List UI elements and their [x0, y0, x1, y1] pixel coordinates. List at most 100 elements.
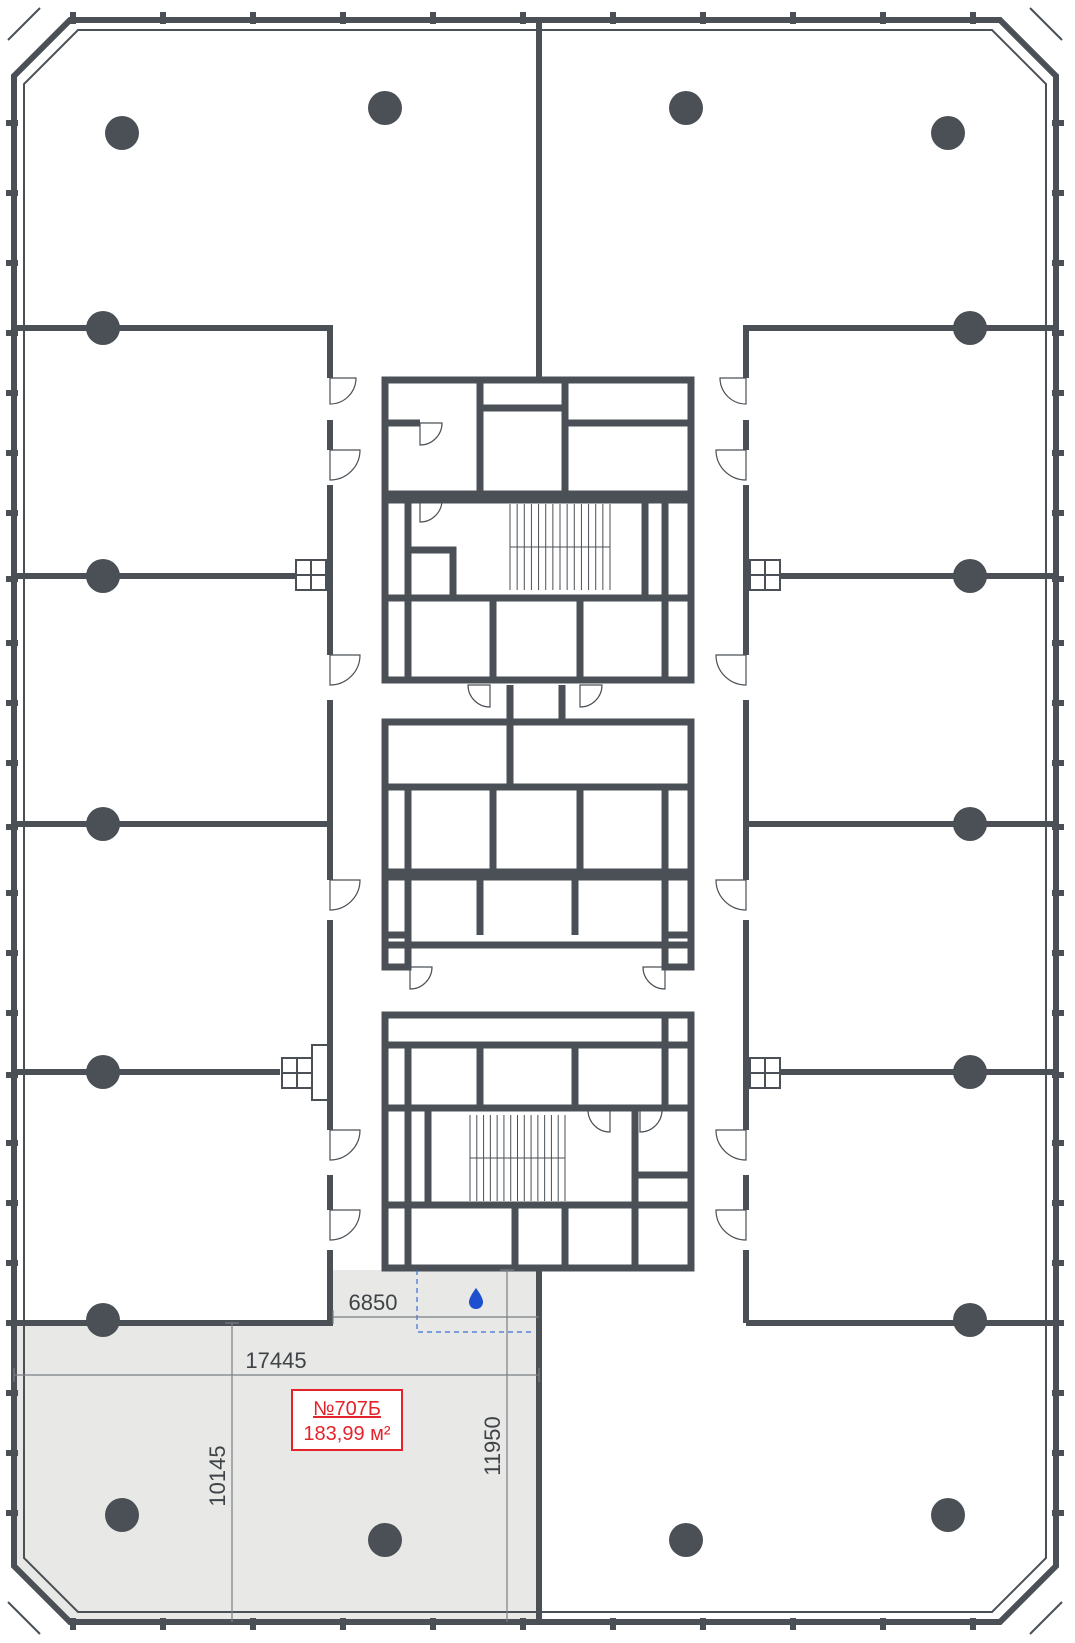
- mullion-tick: [790, 1618, 796, 1630]
- mullion-tick: [1052, 260, 1064, 266]
- mullion-tick: [6, 640, 18, 646]
- structural-column: [669, 91, 703, 125]
- structural-column: [86, 559, 120, 593]
- mullion-tick: [790, 12, 796, 24]
- mullion-tick: [1052, 450, 1064, 456]
- mullion-tick: [610, 12, 616, 24]
- door-swing: [419, 422, 443, 446]
- mullion-tick: [1052, 700, 1064, 706]
- door-swing: [329, 1209, 361, 1241]
- mullion-tick: [970, 12, 976, 24]
- mullion-tick: [6, 120, 18, 126]
- mullion-tick: [6, 1390, 18, 1396]
- mullion-tick: [1052, 640, 1064, 646]
- building-core: [381, 376, 695, 1272]
- structural-column: [86, 1055, 120, 1089]
- mullion-tick: [1052, 1320, 1064, 1326]
- mullion-tick: [610, 1618, 616, 1630]
- mullion-tick: [1052, 390, 1064, 396]
- mullion-tick: [1052, 760, 1064, 766]
- mullion-tick: [6, 190, 18, 196]
- mullion-tick: [1052, 1140, 1064, 1146]
- dimension-unit-width: 17445: [245, 1348, 306, 1373]
- mullion-tick: [6, 1260, 18, 1266]
- door-swing: [409, 966, 433, 990]
- mullion-tick: [250, 1618, 256, 1630]
- mullion-tick: [6, 576, 18, 582]
- mullion-tick: [1052, 1510, 1064, 1516]
- mullion-tick: [880, 1618, 886, 1630]
- door-swings: [329, 377, 747, 1241]
- mullion-tick: [6, 260, 18, 266]
- structural-column: [368, 1523, 402, 1557]
- mullion-tick: [6, 760, 18, 766]
- dimension-unit-depth-inner: 10145: [205, 1445, 230, 1506]
- structural-column: [953, 807, 987, 841]
- unit-label-box[interactable]: №707Б 183,99 м²: [291, 1389, 403, 1451]
- door-swing: [715, 449, 747, 481]
- mullion-tick: [970, 1618, 976, 1630]
- mullion-tick: [160, 1618, 166, 1630]
- mullion-tick: [6, 510, 18, 516]
- unit-707b-area[interactable]: [14, 1270, 539, 1622]
- door-swing: [642, 966, 666, 990]
- mullion-tick: [1052, 1390, 1064, 1396]
- structural-column: [953, 1055, 987, 1089]
- mullion-tick: [430, 12, 436, 24]
- structural-column: [86, 807, 120, 841]
- door-swing: [579, 684, 603, 708]
- mullion-tick: [160, 12, 166, 24]
- door-swing: [329, 879, 361, 911]
- door-swing: [419, 499, 443, 523]
- door-swing: [587, 1109, 611, 1133]
- mullion-tick: [6, 1140, 18, 1146]
- dimension-lines: [13, 1269, 540, 1622]
- door-swing: [715, 654, 747, 686]
- structural-column: [86, 311, 120, 345]
- mullion-tick: [1052, 190, 1064, 196]
- structural-column: [368, 91, 402, 125]
- mullion-tick: [1052, 330, 1064, 336]
- mullion-tick: [880, 12, 886, 24]
- mullion-tick: [6, 450, 18, 456]
- mullion-tick: [1052, 1260, 1064, 1266]
- door-swing: [329, 654, 361, 686]
- mullion-tick: [1052, 824, 1064, 830]
- door-swing: [329, 377, 357, 405]
- mullion-tick: [340, 12, 346, 24]
- structural-column: [953, 1303, 987, 1337]
- mullion-tick: [6, 1450, 18, 1456]
- door-swing: [715, 879, 747, 911]
- mullion-tick: [6, 1010, 18, 1016]
- structural-column: [86, 1303, 120, 1337]
- mullion-tick: [1052, 576, 1064, 582]
- mullion-tick: [1052, 890, 1064, 896]
- wet-point-zone: [416, 1270, 535, 1333]
- facade-mullions: [6, 12, 1064, 1630]
- mullion-tick: [6, 950, 18, 956]
- mullion-tick: [70, 12, 76, 24]
- riser-shafts: [281, 559, 781, 1101]
- dimension-corridor-width: 6850: [349, 1290, 398, 1315]
- structural-column: [931, 1498, 965, 1532]
- mullion-tick: [6, 1072, 18, 1078]
- mullion-tick: [1052, 1450, 1064, 1456]
- structural-column: [669, 1523, 703, 1557]
- door-swing: [715, 1209, 747, 1241]
- mullion-tick: [6, 390, 18, 396]
- door-swing: [719, 377, 747, 405]
- mullion-tick: [430, 1618, 436, 1630]
- door-swing: [329, 449, 361, 481]
- mullion-tick: [6, 330, 18, 336]
- mullion-tick: [1052, 1072, 1064, 1078]
- door-swing: [715, 1129, 747, 1161]
- mullion-tick: [70, 1618, 76, 1630]
- mullion-tick: [700, 12, 706, 24]
- door-swing: [467, 684, 491, 708]
- mullion-tick: [520, 12, 526, 24]
- structural-column: [105, 116, 139, 150]
- mullion-tick: [250, 12, 256, 24]
- mullion-tick: [1052, 950, 1064, 956]
- dimension-unit-depth-outer: 11950: [480, 1416, 505, 1476]
